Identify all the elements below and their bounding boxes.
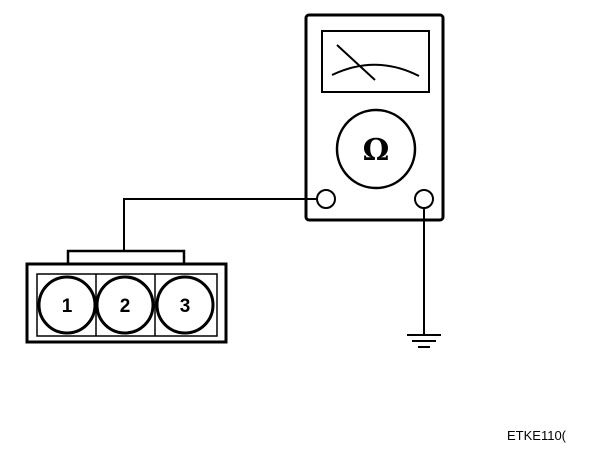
test-lead-to-pin-2 bbox=[123, 198, 317, 270]
pin-number: 1 bbox=[62, 296, 73, 317]
connector-pin-2: 2 bbox=[95, 275, 155, 335]
ohm-symbol: Ω bbox=[363, 133, 390, 168]
connector-pin-1: 1 bbox=[37, 275, 97, 335]
connector-latch bbox=[66, 249, 186, 266]
negative-probe-jack bbox=[414, 189, 434, 209]
meter-needle bbox=[336, 44, 376, 81]
positive-probe-jack bbox=[316, 189, 336, 209]
meter-display-window bbox=[321, 30, 430, 93]
ohmmeter: Ω bbox=[304, 13, 445, 222]
ground-icon bbox=[407, 334, 441, 348]
meter-scale-arc bbox=[331, 63, 420, 77]
selector-dial bbox=[335, 108, 417, 190]
pin-number: 2 bbox=[120, 296, 131, 317]
connector-pin-3: 3 bbox=[155, 275, 215, 335]
connector: 1 2 3 bbox=[25, 249, 228, 344]
figure-code: ETKE110( bbox=[507, 428, 567, 443]
pin-number: 3 bbox=[180, 296, 191, 317]
